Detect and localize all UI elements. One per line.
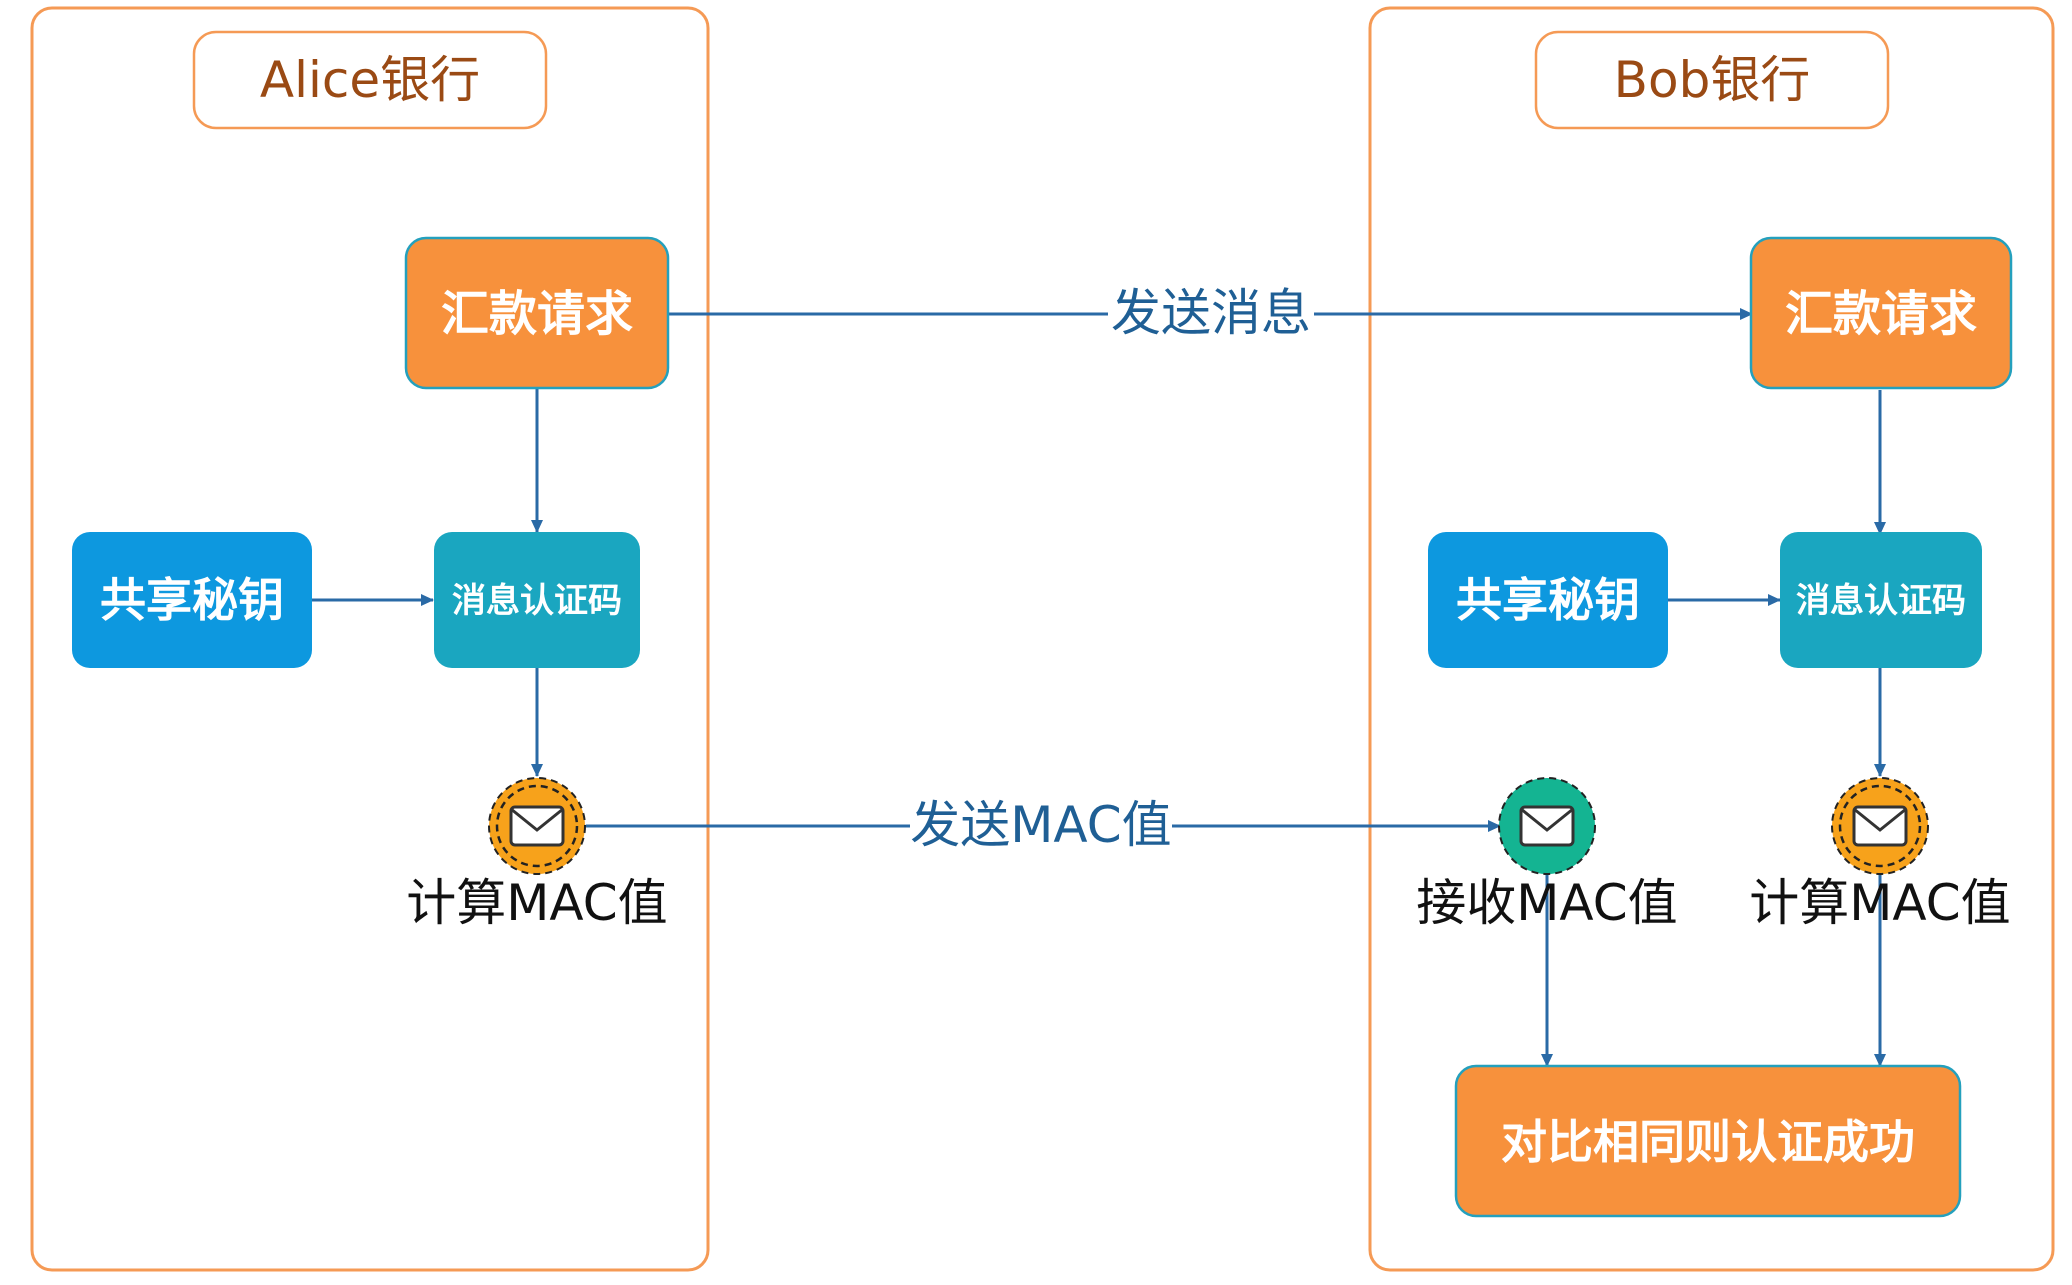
alice-shared-key-box: 共享秘钥 (72, 532, 312, 668)
alice-lane (30, 6, 710, 1272)
svg-text:发送消息: 发送消息 (1111, 284, 1311, 342)
bob-lane-title: Bob银行 (1534, 30, 1890, 130)
bob-compute-mac-event (1831, 777, 1929, 875)
svg-text:消息认证码: 消息认证码 (452, 581, 622, 621)
send-message-label: 发送消息 (1108, 278, 1314, 346)
alice-compute-mac-label: 计算MAC值 (406, 874, 667, 932)
send-mac-label: 发送MAC值 (910, 790, 1172, 858)
bob-compute-mac-label: 计算MAC值 (1749, 874, 2010, 932)
bob-mac-box: 消息认证码 (1780, 532, 1982, 668)
svg-text:发送MAC值: 发送MAC值 (910, 796, 1171, 854)
bob-compare-result-box: 对比相同则认证成功 (1454, 1064, 1962, 1218)
svg-text:Bob银行: Bob银行 (1614, 51, 1811, 109)
envelope-icon (509, 805, 565, 847)
alice-remit-request-box: 汇款请求 (404, 236, 670, 390)
alice-mac-box: 消息认证码 (434, 532, 640, 668)
svg-text:消息认证码: 消息认证码 (1796, 581, 1966, 621)
bob-remit-request-box: 汇款请求 (1749, 236, 2013, 390)
bob-receive-mac-event (1498, 777, 1596, 875)
bob-receive-mac-label: 接收MAC值 (1416, 874, 1677, 932)
bob-lane (1368, 6, 2055, 1272)
svg-text:汇款请求: 汇款请求 (441, 286, 633, 342)
svg-text:汇款请求: 汇款请求 (1785, 286, 1977, 342)
svg-text:共享秘钥: 共享秘钥 (1456, 573, 1640, 627)
envelope-icon (1852, 805, 1908, 847)
alice-compute-mac-event (488, 777, 586, 875)
svg-text:共享秘钥: 共享秘钥 (100, 573, 284, 627)
svg-text:Alice银行: Alice银行 (260, 51, 480, 109)
bob-shared-key-box: 共享秘钥 (1428, 532, 1668, 668)
alice-lane-title: Alice银行 (192, 30, 548, 130)
envelope-icon (1519, 805, 1575, 847)
svg-text:对比相同则认证成功: 对比相同则认证成功 (1501, 1115, 1915, 1169)
